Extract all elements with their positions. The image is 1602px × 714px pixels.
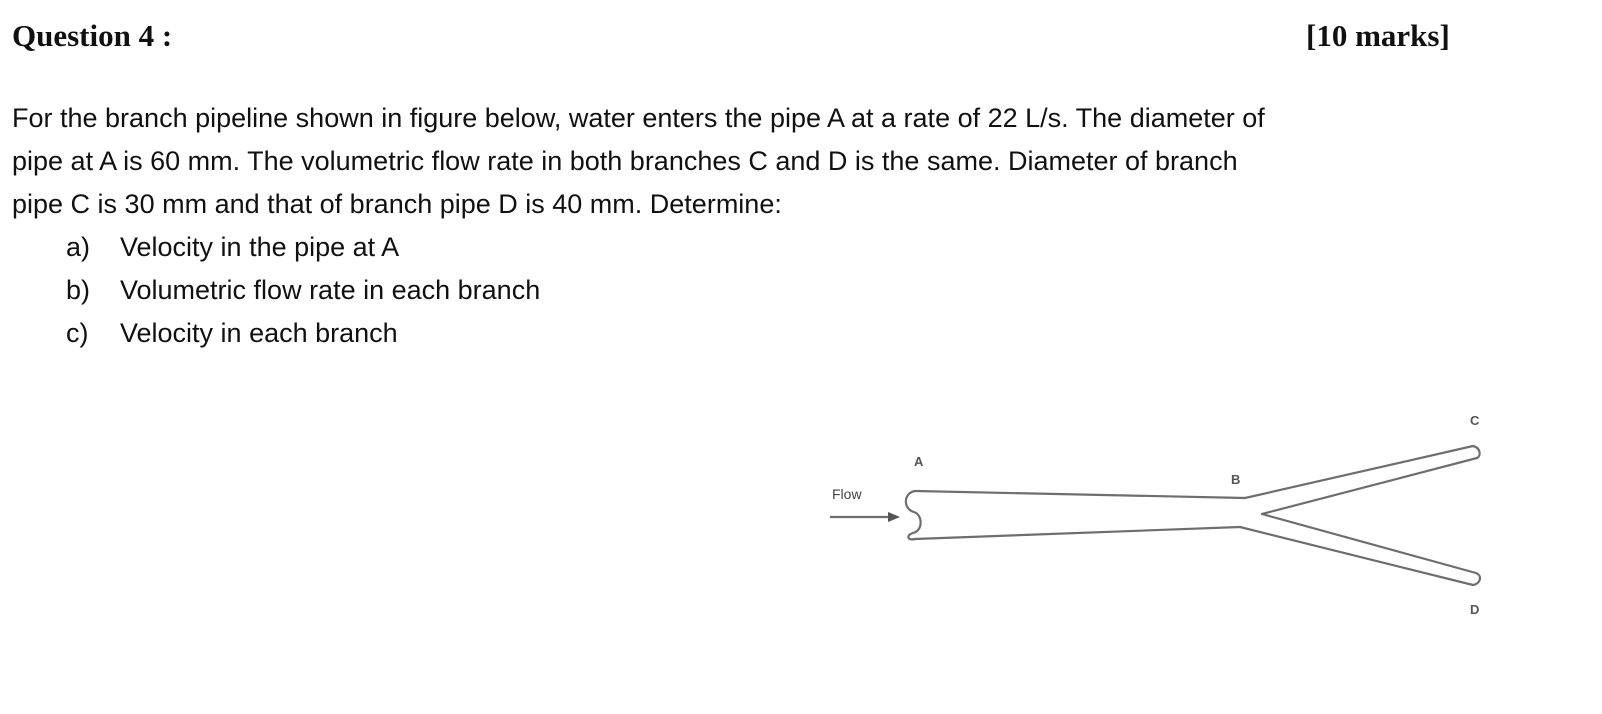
problem-statement: For the branch pipeline shown in figure …	[12, 97, 1582, 226]
problem-line: pipe at A is 60 mm. The volumetric flow …	[12, 146, 1238, 176]
branch-c-end	[1471, 444, 1481, 460]
sub-question-list: a) Velocity in the pipe at A b) Volumetr…	[66, 226, 540, 355]
sub-question-a: a) Velocity in the pipe at A	[66, 226, 540, 269]
problem-line: pipe C is 30 mm and that of branch pipe …	[12, 189, 782, 219]
branch-d-end	[1471, 571, 1482, 587]
sub-question-c: c) Velocity in each branch	[66, 312, 540, 355]
branch-pipeline-figure: Flow A B C D	[830, 400, 1550, 640]
problem-line: For the branch pipeline shown in figure …	[12, 103, 1265, 133]
sub-question-text: Velocity in the pipe at A	[120, 232, 400, 262]
branch-c-top-edge	[1243, 444, 1475, 500]
sub-question-marker: a)	[66, 232, 91, 262]
branch-c-bottom-edge	[1260, 456, 1479, 516]
pipe-a-top-edge	[913, 489, 1247, 500]
sub-question-text: Volumetric flow rate in each branch	[120, 275, 541, 305]
label-d: D	[1470, 602, 1479, 617]
branch-d-bottom-edge	[1238, 525, 1475, 587]
flow-arrow-head	[888, 512, 900, 522]
sub-question-text: Velocity in each branch	[120, 318, 398, 348]
pipe-a-bottom-edge	[913, 525, 1242, 541]
label-b: B	[1231, 472, 1240, 487]
sub-question-marker: b)	[66, 275, 91, 305]
flow-label: Flow	[832, 486, 862, 502]
branch-d-top-edge	[1260, 512, 1478, 575]
sub-question-b: b) Volumetric flow rate in each branch	[66, 269, 540, 312]
question-marks: [10 marks]	[1306, 18, 1450, 53]
sub-question-marker: c)	[66, 318, 89, 348]
pipe-a-broken-end	[904, 489, 922, 541]
question-title: Question 4 :	[12, 18, 173, 53]
label-c: C	[1470, 413, 1480, 428]
pipeline-diagram: Flow A B C D	[830, 413, 1482, 617]
pipe-outline	[830, 444, 1482, 587]
label-a: A	[914, 454, 924, 469]
